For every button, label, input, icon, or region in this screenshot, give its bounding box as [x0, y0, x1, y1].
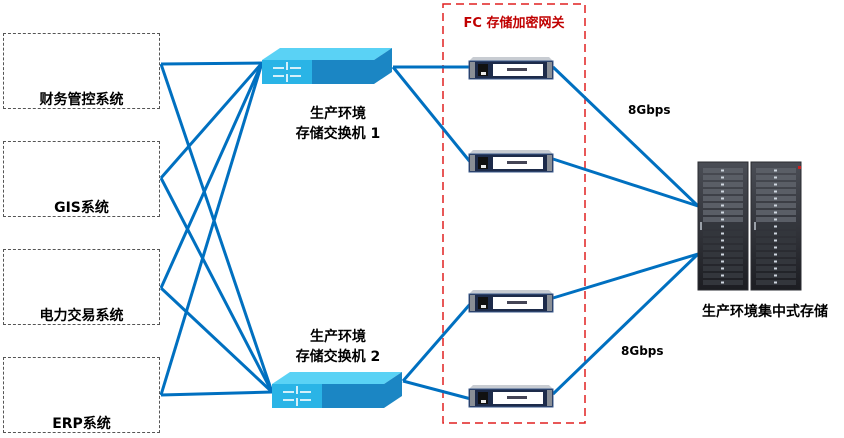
encryption-gateway-icon: [468, 150, 554, 173]
link-switch-0-to-gateway-1: [391, 66, 473, 164]
link-gateway-1-to-storage: [552, 157, 699, 208]
gateway-3: [468, 290, 554, 313]
system-label: ERP系统: [52, 416, 111, 432]
gateway-4: [468, 385, 554, 408]
gateway-1: [468, 57, 554, 80]
link-system-3-to-switch-1: [160, 390, 273, 397]
switch-1-label-line1: 生产环境: [310, 106, 366, 122]
switch-arrows-icon: [273, 62, 301, 82]
link-system-0-to-switch-0: [160, 61, 263, 66]
switch-2: [272, 372, 402, 408]
storage-array-icon: [697, 161, 802, 291]
encryption-gateway-icon: [468, 385, 554, 408]
gateway-group-border: [442, 3, 586, 424]
gateway-group-title: FC 存储加密网关: [463, 16, 565, 31]
storage-rack: [750, 161, 802, 291]
link-gateway-2-to-storage: [552, 252, 699, 300]
link-system-0-to-switch-1: [159, 63, 274, 393]
link-system-1-to-switch-1: [159, 177, 274, 393]
switches-layer: [262, 48, 402, 408]
system-box-finance: 财务管控系统: [3, 33, 160, 109]
switch-1-label-line2: 存储交换机 1: [295, 126, 381, 142]
switch-2-label: 生产环境 存储交换机 2: [268, 327, 408, 367]
storage-status-light: [798, 166, 801, 169]
switch-arrows-icon: [283, 386, 311, 406]
link-system-2-to-switch-0: [159, 62, 264, 289]
lower-link-speed: 8Gbps: [621, 344, 664, 358]
system-box-gis: GIS系统: [3, 141, 160, 217]
links-layer: [159, 61, 700, 401]
storage-label: 生产环境集中式存储: [702, 304, 828, 320]
storage-layer: [697, 161, 802, 291]
link-gateway-3-to-storage: [551, 252, 700, 396]
system-label: 财务管控系统: [39, 92, 124, 108]
system-label: GIS系统: [54, 200, 109, 216]
gateway-2: [468, 150, 554, 173]
storage-rack: [697, 161, 749, 291]
link-system-3-to-switch-0: [159, 62, 264, 396]
switch-1-label: 生产环境 存储交换机 1: [268, 104, 408, 144]
gateways-layer: [468, 57, 554, 408]
switch-2-label-line1: 生产环境: [310, 329, 366, 345]
switch-2-label-line2: 存储交换机 2: [295, 349, 381, 365]
system-box-erp: ERP系统: [3, 357, 160, 433]
link-gateway-0-to-storage: [551, 65, 700, 208]
system-box-power-trading: 电力交易系统: [3, 249, 160, 325]
link-switch-1-to-gateway-2: [401, 302, 473, 382]
link-system-1-to-switch-0: [159, 62, 264, 179]
switch-icon: [262, 48, 392, 84]
switch-icon: [272, 372, 402, 408]
link-switch-1-to-gateway-3: [402, 379, 472, 401]
upper-link-speed: 8Gbps: [628, 103, 671, 117]
system-label: 电力交易系统: [39, 308, 124, 324]
encryption-gateway-icon: [468, 57, 554, 80]
link-system-2-to-switch-1: [159, 286, 274, 394]
encryption-gateway-icon: [468, 290, 554, 313]
switch-1: [262, 48, 392, 84]
